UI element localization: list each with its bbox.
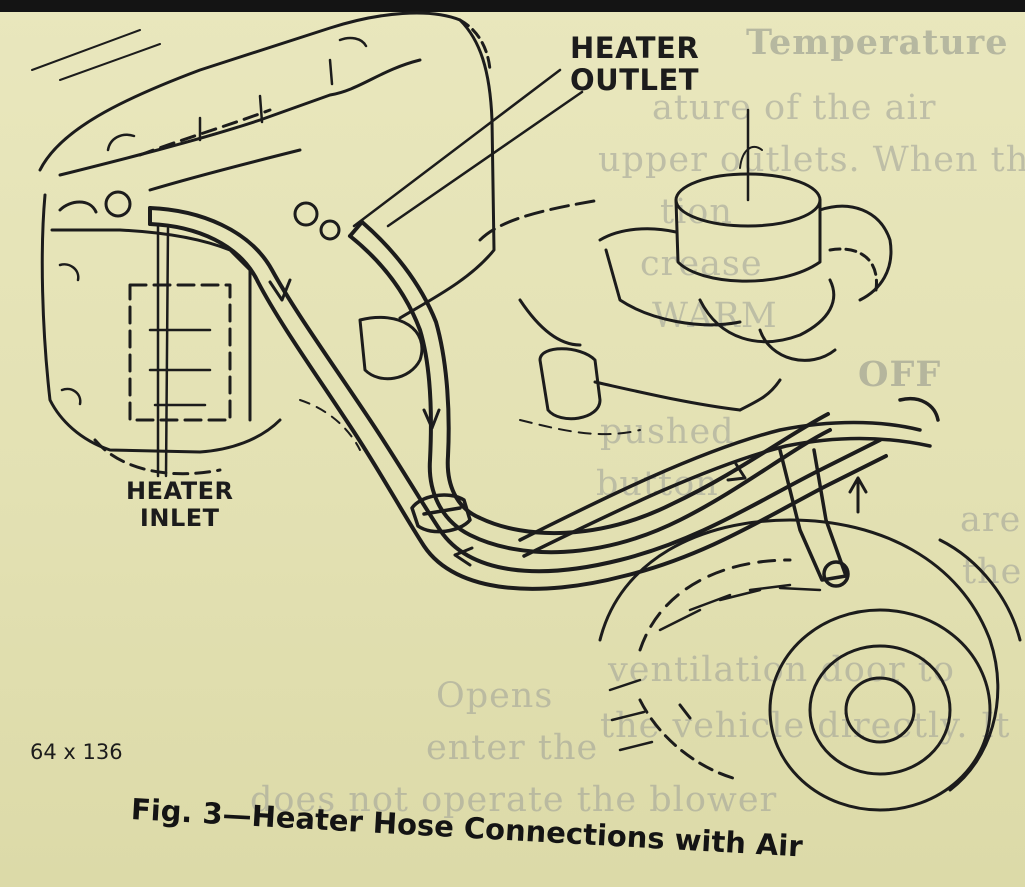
- carburetor: [598, 108, 893, 362]
- top-rule: [0, 0, 1025, 12]
- hatching: [31, 29, 641, 451]
- flow-arrows: [268, 278, 868, 567]
- bleed-text-2: ature of the air: [652, 88, 937, 128]
- heater-outlet-label-line1: HEATER: [570, 31, 700, 65]
- bleed-text-6: WARM: [652, 296, 778, 336]
- bleed-text-7: OFF: [858, 354, 942, 395]
- heater-inlet-label-line2: INLET: [139, 503, 220, 532]
- bleed-text-15: enter the: [426, 728, 599, 768]
- alternator-pulley: [598, 518, 1022, 812]
- figure-reference: 64 x 136: [30, 740, 123, 764]
- fittings: [58, 190, 341, 241]
- bleed-text-1: Temperature: [746, 22, 1009, 63]
- callout-leaders: [156, 68, 584, 478]
- heater-inlet-hose: [148, 206, 888, 591]
- heater-outlet-label: HEATER OUTLET: [570, 32, 699, 97]
- bleed-text-5: crease: [640, 244, 763, 284]
- bleed-text-8: pushed: [600, 412, 735, 452]
- valve-cover: [38, 11, 496, 320]
- bleed-text-16: does not operate the blower: [250, 780, 778, 820]
- heater-inlet-label-line1: HEATER: [126, 477, 234, 505]
- heater-outlet-label-line2: OUTLET: [570, 63, 700, 98]
- bleed-text-10: are: [960, 500, 1022, 540]
- bleed-text-3: upper outlets. When the: [598, 140, 1025, 180]
- hose-clip: [410, 493, 472, 534]
- canister: [358, 198, 782, 421]
- bleed-text-9: button: [596, 464, 719, 504]
- tube-bracket: [518, 397, 940, 588]
- heater-inlet-label: HEATER INLET: [126, 478, 233, 532]
- bleed-text-13: Opens: [436, 676, 554, 716]
